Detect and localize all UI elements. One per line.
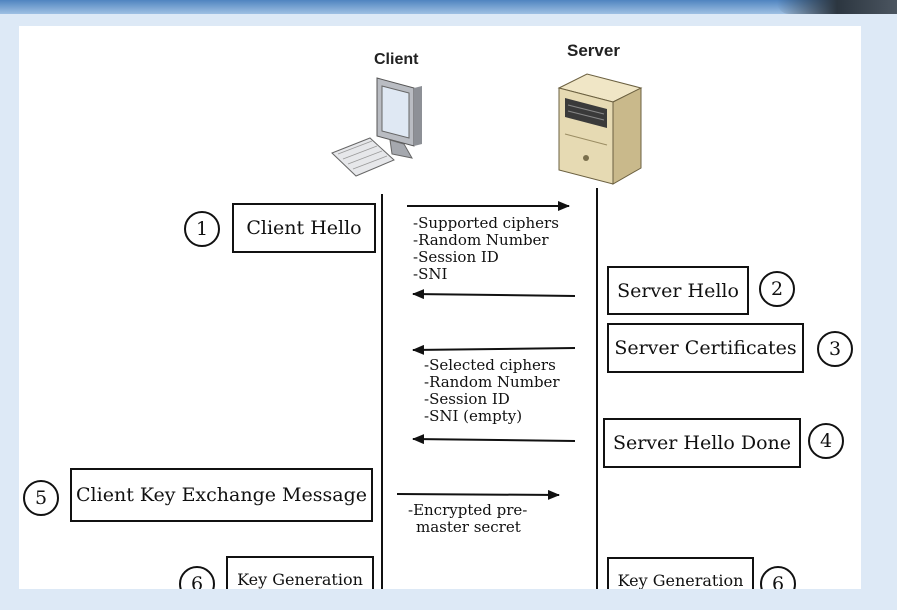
client-hello-note-line: -Session ID [413,248,499,266]
client-hello-note-line: -Random Number [413,231,549,249]
key-exchange-note-line: -Encrypted pre- [408,501,528,519]
client-hello-note: -Supported ciphers -Random Number -Sessi… [413,215,559,283]
key-exchange-note-line: master secret [416,518,521,536]
server-hello-note-line: -Session ID [424,390,510,408]
step-number-4: 4 [808,423,844,459]
step-number-3: 3 [817,331,853,367]
key-exchange-arrow [396,489,560,500]
client-hello-note-line: -SNI [413,265,448,283]
sequence-lines [331,73,643,589]
client-key-generation-box: Key Generation [226,556,374,589]
diagram-panel: Client Server 1 Client Hello -Supported … [19,26,861,589]
server-hello-box: Server Hello [607,266,749,315]
server-hello-note-line: -Random Number [424,373,560,391]
server-tower-icon [557,73,643,185]
server-certificates-arrow [412,344,576,355]
server-label: Server [567,41,620,60]
step-number-6-server: 6 [760,566,796,589]
server-key-generation-box: Key Generation [607,557,754,589]
step-number-5: 5 [23,480,59,516]
client-hello-box: Client Hello [232,203,376,253]
key-exchange-note: -Encrypted pre- master secret [408,502,527,536]
step-number-1: 1 [184,211,220,247]
desktop-computer-icon [331,77,422,177]
client-label: Client [374,51,419,68]
top-band-decoration [777,0,897,14]
client-key-exchange-box: Client Key Exchange Message [70,468,373,522]
server-hello-done-arrow [412,434,576,445]
server-hello-arrow [412,289,576,300]
server-certificates-box: Server Certificates [607,323,804,373]
top-band [0,0,897,14]
server-hello-note-line: -SNI (empty) [424,407,523,425]
server-hello-note-line: -Selected ciphers [424,356,556,374]
server-hello-note: -Selected ciphers -Random Number -Sessio… [424,357,560,425]
client-hello-note-line: -Supported ciphers [413,214,559,232]
server-hello-done-box: Server Hello Done [603,418,801,468]
step-number-6-client: 6 [179,566,215,589]
step-number-2: 2 [759,271,795,307]
